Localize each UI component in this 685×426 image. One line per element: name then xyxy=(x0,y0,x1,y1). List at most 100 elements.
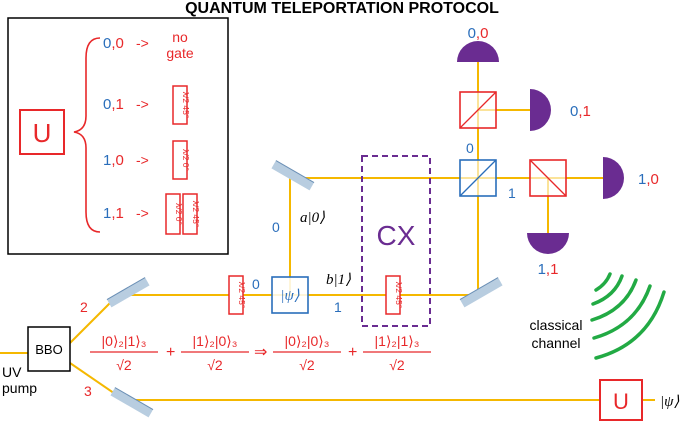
detector-01-sep: , xyxy=(578,103,582,120)
cx-hwp-plate xyxy=(385,275,401,315)
legend-row-11-sep: , xyxy=(111,205,115,222)
detector-00-sep: , xyxy=(476,25,480,42)
signal-arc-5 xyxy=(594,290,666,360)
lower-state-label: b|1⟩ xyxy=(326,272,351,288)
legend-row-00: 0,0 -> no gate xyxy=(103,29,194,61)
eq-term3-den: √2 xyxy=(299,357,315,373)
cx-label: CX xyxy=(377,220,416,251)
psi-pbs-cube xyxy=(271,276,309,314)
port-2-label: 2 xyxy=(80,299,88,315)
legend-row-01-a: 0 xyxy=(103,96,111,113)
legend-hwp-45 xyxy=(172,85,188,125)
legend-row-00-a: 0 xyxy=(103,35,111,52)
legend-row-01-sep: , xyxy=(111,96,115,113)
eq-plus1: + xyxy=(166,344,175,361)
detector-00 xyxy=(457,41,499,62)
detector-00-b: 0 xyxy=(480,25,488,42)
legend-row-10-a: 1 xyxy=(103,152,111,169)
legend-row-00-arrow: -> xyxy=(136,35,149,51)
detector-01-a: 0 xyxy=(570,103,578,120)
bbo-source: BBO UV pump 2 3 xyxy=(2,299,92,399)
detector-01 xyxy=(530,89,551,131)
input-port-label: 0 xyxy=(252,276,260,292)
bs-right-port-label: 1 xyxy=(508,185,516,201)
mirror-port3 xyxy=(110,387,154,418)
detector-10-b: 0 xyxy=(651,171,659,188)
legend-hwp-0 xyxy=(172,140,188,180)
legend-row-00-sep: , xyxy=(111,35,115,52)
uv-pump-label-line2: pump xyxy=(2,380,37,396)
upper-port-label: 0 xyxy=(272,219,280,235)
detector-10-sep: , xyxy=(646,171,650,188)
signal-arc-4 xyxy=(592,284,652,340)
uv-pump-label-line1: UV xyxy=(2,364,22,380)
output-u-label: U xyxy=(613,389,629,414)
eq-plus2: + xyxy=(348,344,357,361)
cx-dashed-box xyxy=(361,155,431,327)
svg-text:0,1: 0,1 xyxy=(103,96,124,113)
eq-term2-den: √2 xyxy=(207,357,223,373)
input-hwp: λ/2 45° xyxy=(228,275,247,315)
port-3-label: 3 xyxy=(84,383,92,399)
signal-arc-1 xyxy=(594,272,612,292)
upper-state-label: a|0⟩ xyxy=(300,210,325,226)
legend-no-gate-line1: no xyxy=(172,29,188,45)
eq-implies: ⇒ xyxy=(254,344,267,361)
svg-text:1,0: 1,0 xyxy=(103,152,124,169)
cx-hwp-label: λ/2 45° xyxy=(394,282,404,309)
cx-gate: CX λ/2 45° xyxy=(361,155,431,327)
detector-11-b: 1 xyxy=(550,261,558,278)
signal-arc-2 xyxy=(591,274,624,306)
pbs-top xyxy=(459,91,497,129)
bbo-box xyxy=(27,326,71,372)
svg-text:0,0: 0,0 xyxy=(103,35,124,52)
pbs-top-diagonal xyxy=(459,91,497,129)
eq-term4-num: |1⟩₂|1⟩₃ xyxy=(375,333,420,349)
combining-bs-diagonal xyxy=(459,159,497,197)
mirror-lower-right xyxy=(459,277,503,308)
output-correction: U |ψ⟩ xyxy=(599,379,679,421)
legend-row-11-b: 1 xyxy=(116,205,124,222)
detector-10-a: 1 xyxy=(638,171,646,188)
output-u-box xyxy=(599,379,643,421)
legend-row-11-a: 1 xyxy=(103,205,111,222)
pbs-right-diagonal xyxy=(529,159,567,197)
legend-hwp-0-label: λ/2 0° xyxy=(181,149,191,171)
detector-11 xyxy=(527,233,569,254)
psi-pbs: |ψ⟩ xyxy=(271,276,309,314)
eq-term1-num: |0⟩₂|1⟩₃ xyxy=(102,333,147,349)
legend-brace xyxy=(73,37,101,233)
psi-label: |ψ⟩ xyxy=(280,288,299,304)
legend-row-10-arrow: -> xyxy=(136,152,149,168)
legend-hwp-0-pair-label: λ/2 0° xyxy=(174,203,184,225)
legend-row-01: 0,1 -> λ/2 45° xyxy=(103,85,191,125)
legend-row-10-sep: , xyxy=(111,152,115,169)
legend-no-gate-line2: gate xyxy=(166,45,193,61)
svg-text:1,1: 1,1 xyxy=(103,205,124,222)
signal-arc-3 xyxy=(590,278,638,322)
detector-11-sep: , xyxy=(546,261,550,278)
legend-row-10: 1,0 -> λ/2 0° xyxy=(103,140,191,180)
bbo-label: BBO xyxy=(35,342,62,357)
legend-u-box xyxy=(19,109,65,155)
eq-term1-den: √2 xyxy=(116,357,132,373)
detectors: 0,0 0,1 1,0 1,1 xyxy=(457,25,659,278)
detector-11-a: 1 xyxy=(538,261,546,278)
detector-01-b: 1 xyxy=(583,103,591,120)
legend-hwp-45-pair xyxy=(182,193,198,235)
entangled-state-equation: |0⟩₂|1⟩₃ √2 + |1⟩₂|0⟩₃ √2 ⇒ |0⟩₂|0⟩₃ √2 … xyxy=(90,333,431,373)
detector-00-a: 0 xyxy=(468,25,476,42)
legend-row-10-b: 0 xyxy=(116,152,124,169)
pbs-right xyxy=(529,159,567,197)
detector-10 xyxy=(603,157,624,199)
eq-term2-num: |1⟩₂|0⟩₃ xyxy=(193,333,238,349)
svg-text:0,0: 0,0 xyxy=(468,25,489,42)
legend-hwp-45-pair-label: λ/2 45° xyxy=(191,201,201,228)
legend-row-11: 1,1 -> λ/2 0° λ/2 45° xyxy=(103,193,201,235)
eq-term3-num: |0⟩₂|0⟩₃ xyxy=(285,333,330,349)
diagram-title: QUANTUM TELEPORTATION PROTOCOL xyxy=(185,0,499,17)
output-psi-label: |ψ⟩ xyxy=(660,394,679,410)
svg-text:0,1: 0,1 xyxy=(570,103,591,120)
lower-port-label: 1 xyxy=(334,299,342,315)
